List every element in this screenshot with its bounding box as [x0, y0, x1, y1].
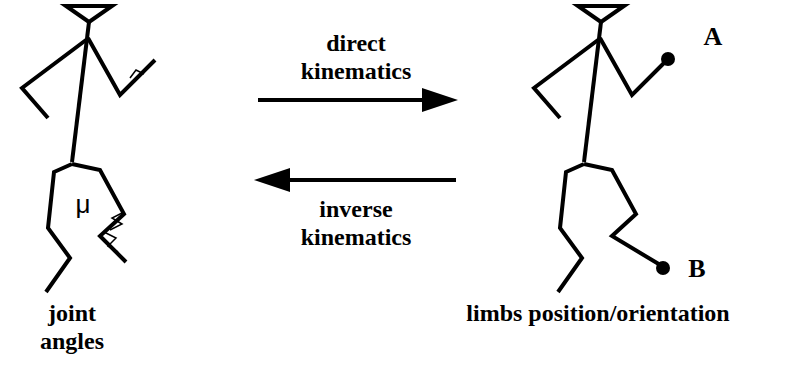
point-label: B — [688, 254, 705, 284]
arrow-head — [254, 168, 290, 192]
arrow-label: inverse kinematics — [281, 196, 431, 251]
left-leg — [46, 164, 72, 292]
arrow-shaft — [282, 178, 456, 182]
end-point — [661, 52, 675, 66]
right-arm — [88, 38, 155, 95]
arrow-head — [422, 88, 458, 112]
caption: joint angles — [17, 300, 127, 355]
angle-symbol: μ — [76, 190, 91, 220]
end-point — [656, 261, 670, 275]
left-arm — [22, 40, 86, 118]
head — [578, 6, 624, 22]
right-leg — [72, 164, 126, 262]
angle-mark — [104, 232, 118, 252]
left-arm — [534, 40, 598, 118]
right-arm — [600, 38, 667, 95]
head — [66, 6, 112, 22]
angle-mark — [110, 212, 124, 230]
point-label: A — [704, 22, 723, 52]
caption: limbs position/orientation — [466, 300, 729, 328]
arrow-shaft — [258, 98, 430, 102]
left-leg — [558, 164, 584, 292]
angle-mark — [130, 70, 144, 78]
arrow-label: direct kinematics — [281, 30, 431, 85]
right-leg — [584, 164, 662, 266]
